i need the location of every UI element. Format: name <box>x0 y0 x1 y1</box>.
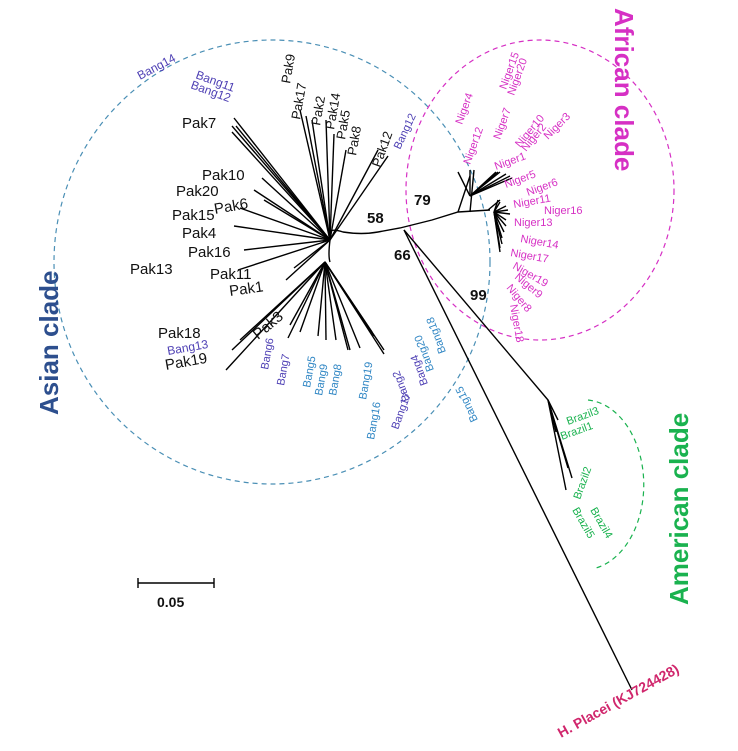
asian-clade-circle <box>53 39 491 485</box>
asian-branch <box>261 177 331 241</box>
asian-branch <box>225 261 326 371</box>
asian-leaf-label: Pak2 <box>308 95 328 127</box>
stem-to-americas <box>403 229 549 401</box>
asian-leaf-label: Pak8 <box>344 125 364 157</box>
asian-leaf-label: Pak16 <box>188 244 231 261</box>
asian-clade-label: Asian clade <box>34 270 64 415</box>
asian-branch <box>324 261 385 351</box>
asian-branch <box>329 133 335 241</box>
asian-branch <box>237 239 331 271</box>
asian-branch <box>287 261 326 339</box>
asian-leaf-label: Bang2 <box>391 369 413 403</box>
african-leaf-label: Niger13 <box>514 217 553 229</box>
asian-leaf-label: Pak20 <box>176 183 219 200</box>
asian-leaf-label: Bang5 <box>301 355 318 388</box>
asian-leaf-label: Pak9 <box>278 53 298 85</box>
asian-branch <box>299 261 326 333</box>
stem-to-outgroup <box>403 229 633 691</box>
asian-leaf-label: Bang14 <box>135 51 178 83</box>
african-clade-label: African clade <box>609 8 639 171</box>
bootstrap-99: 99 <box>470 287 487 304</box>
bootstrap-66: 66 <box>394 247 411 264</box>
american-branch <box>547 399 567 491</box>
bootstrap-79: 79 <box>414 192 431 209</box>
scale-bar-line <box>137 578 215 588</box>
american-leaf-label: Brazil2 <box>572 465 595 501</box>
scale-bar: 0.05 <box>137 578 215 610</box>
asian-branch <box>239 207 331 241</box>
asian-branch <box>329 149 347 241</box>
asian-branch <box>329 149 379 241</box>
asian-leaf-label: Pak18 <box>158 325 201 342</box>
asian-branch <box>324 261 361 349</box>
asian-branch <box>329 155 389 241</box>
bootstrap-58: 58 <box>367 210 384 227</box>
african-branch <box>469 177 513 197</box>
asian-leaf-label: Pak14 <box>322 92 343 131</box>
asian-branch <box>231 261 326 351</box>
african-branch <box>469 171 501 197</box>
asian-leaf-label: Bang15 <box>454 384 481 423</box>
african-branch <box>457 171 471 197</box>
african-leaf-label: Niger3 <box>542 111 573 142</box>
african-branch <box>493 201 501 213</box>
african-leaf-label: Niger4 <box>454 91 476 126</box>
african-leaf-label: Niger16 <box>544 205 583 217</box>
american-branches <box>547 399 573 491</box>
scale-bar-label: 0.05 <box>157 594 184 610</box>
asian-leaf-label: Bang8 <box>327 363 344 396</box>
african-clade-circle <box>405 39 675 341</box>
asian-branches <box>225 109 389 371</box>
african-branch <box>493 211 511 215</box>
asian-leaf-label: Pak1 <box>228 278 264 300</box>
asian-branch <box>305 115 331 241</box>
american-clade-circle <box>587 399 645 569</box>
asian-branch <box>317 261 326 337</box>
asian-leaf-label: Pak17 <box>288 82 309 121</box>
asian-branch <box>299 109 331 241</box>
asian-leaf-label: Pak11 <box>210 266 251 283</box>
african-leaf-label: Niger1 <box>493 150 528 172</box>
outgroup-label: H. Placei (KJ724428) <box>555 661 682 741</box>
asian-leaf-label: Pak10 <box>202 167 245 184</box>
asian-leaf-label: Pak6 <box>213 195 250 218</box>
asian-branch <box>231 131 331 241</box>
asian-leaf-label: Bang6 <box>259 337 276 370</box>
african-leaf-label: Niger7 <box>492 106 514 141</box>
asian-branch <box>324 261 349 351</box>
african-leaf-label: Niger12 <box>462 126 486 166</box>
asian-leaf-label: Pak15 <box>172 207 215 224</box>
asian-branch <box>233 225 331 241</box>
asian-branch <box>263 199 331 241</box>
asian-branch <box>243 239 331 251</box>
asian-branch <box>325 119 331 241</box>
asian-branch <box>235 125 331 241</box>
asian-branch <box>324 261 327 341</box>
asian-leaf-label: Bang7 <box>275 353 292 386</box>
asian-leaf-label: Pak13 <box>130 261 173 278</box>
african-branch <box>493 205 507 213</box>
asian-leaf-label: Bang12 <box>392 112 419 151</box>
asian-branch <box>311 119 331 241</box>
african-branch <box>493 211 501 253</box>
asian-leaf-label: Pak5 <box>333 109 353 141</box>
asian-leaf-label: Bang9 <box>313 363 330 396</box>
asian-leaf-label: Bang16 <box>365 401 383 440</box>
asian-leaf-label: Pak12 <box>369 129 396 169</box>
asian-branch <box>285 239 331 281</box>
asian-branch <box>324 261 337 341</box>
african-branch <box>493 211 507 227</box>
asian-leaf-label: Bang19 <box>357 361 375 400</box>
asian-leaf-label: Pak4 <box>182 225 216 242</box>
asian-leaf-label: Pak7 <box>182 115 216 132</box>
american-branch <box>547 399 573 479</box>
african-branches <box>457 170 513 253</box>
american-clade-label: American clade <box>664 413 694 605</box>
